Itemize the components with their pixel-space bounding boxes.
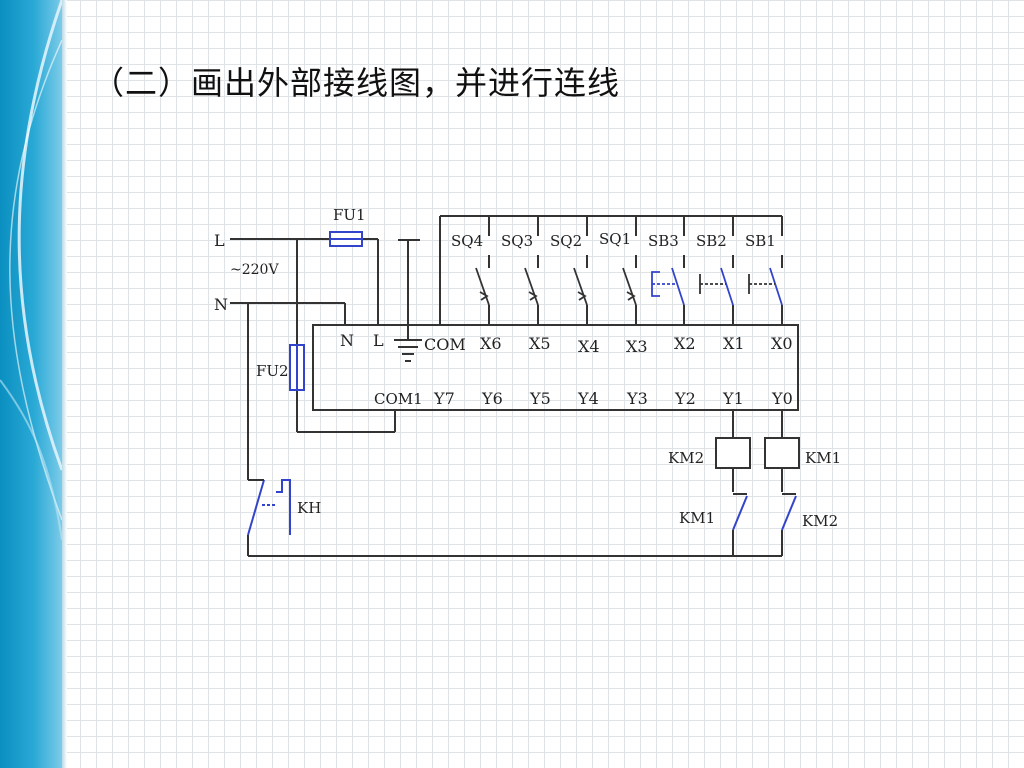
output-terminal: Y7 bbox=[433, 389, 455, 408]
coil-km1-label: KM1 bbox=[805, 449, 841, 467]
wires bbox=[230, 215, 799, 557]
plc-n-terminal: N bbox=[340, 331, 354, 350]
output-terminal: Y2 bbox=[674, 389, 696, 408]
interlock-contact-km1 bbox=[732, 493, 748, 531]
output-terminal: Y3 bbox=[626, 389, 648, 408]
input-device-label: SB1 bbox=[745, 232, 776, 250]
interlock-km2-label: KM2 bbox=[802, 512, 838, 530]
input-terminal: X3 bbox=[626, 337, 648, 356]
input-terminal: X1 bbox=[723, 334, 745, 353]
side-band-edge bbox=[62, 0, 67, 768]
decorative-side-band bbox=[0, 0, 62, 768]
interlock-km1-label: KM1 bbox=[679, 509, 715, 527]
input-terminal: X0 bbox=[771, 334, 793, 353]
input-device-label: SB3 bbox=[648, 232, 679, 250]
input-terminal: X2 bbox=[674, 334, 696, 353]
supply-voltage-label: ~220V bbox=[230, 262, 279, 278]
plc-input-terminals: X6 X5 X4 X3 X2 X1 X0 bbox=[480, 334, 793, 356]
input-terminal: X5 bbox=[529, 334, 551, 353]
side-band-swoosh bbox=[0, 0, 62, 541]
limit-switch-sq1 bbox=[622, 267, 637, 306]
input-terminal: X4 bbox=[578, 337, 600, 356]
page-title: （二）画出外部接线图，并进行连线 bbox=[92, 64, 621, 102]
push-button-sb3 bbox=[651, 267, 685, 306]
coil-km2 bbox=[715, 437, 751, 469]
input-device-label: SB2 bbox=[696, 232, 727, 250]
supply-l-label: L bbox=[214, 231, 225, 250]
thermal-relay-kh-contact bbox=[247, 479, 291, 536]
output-terminal: Y5 bbox=[529, 389, 551, 408]
output-terminal: Y1 bbox=[722, 389, 744, 408]
fu1-label: FU1 bbox=[333, 206, 366, 224]
output-terminal: Y0 bbox=[771, 389, 793, 408]
plc-com1-terminal: COM1 bbox=[374, 390, 423, 408]
limit-switch-sq3 bbox=[524, 267, 539, 306]
push-button-sb1 bbox=[748, 267, 783, 306]
coil-km1 bbox=[764, 437, 800, 469]
output-terminal: Y4 bbox=[577, 389, 599, 408]
plc-com-terminal: COM bbox=[424, 335, 466, 354]
limit-switch-sq4 bbox=[475, 267, 490, 306]
push-button-sb2 bbox=[699, 267, 734, 306]
supply-n-label: N bbox=[214, 295, 228, 314]
thermal-relay-label: KH bbox=[297, 499, 321, 517]
input-device-label: SQ4 bbox=[451, 232, 483, 250]
fu2-label: FU2 bbox=[256, 362, 289, 380]
input-device-label: SQ2 bbox=[550, 232, 582, 250]
input-terminal: X6 bbox=[480, 334, 502, 353]
output-terminal: Y6 bbox=[481, 389, 503, 408]
plc-output-terminals: Y7 Y6 Y5 Y4 Y3 Y2 Y1 Y0 bbox=[433, 389, 793, 408]
input-device-labels: SQ4 SQ3 SQ2 SQ1 SB3 SB2 SB1 bbox=[451, 230, 776, 250]
input-device-label: SQ1 bbox=[599, 230, 631, 248]
limit-switch-sq2 bbox=[573, 267, 588, 306]
interlock-contact-km2 bbox=[781, 493, 797, 531]
coil-km2-label: KM2 bbox=[668, 449, 704, 467]
input-device-label: SQ3 bbox=[501, 232, 533, 250]
plc-l-terminal: L bbox=[373, 331, 384, 350]
